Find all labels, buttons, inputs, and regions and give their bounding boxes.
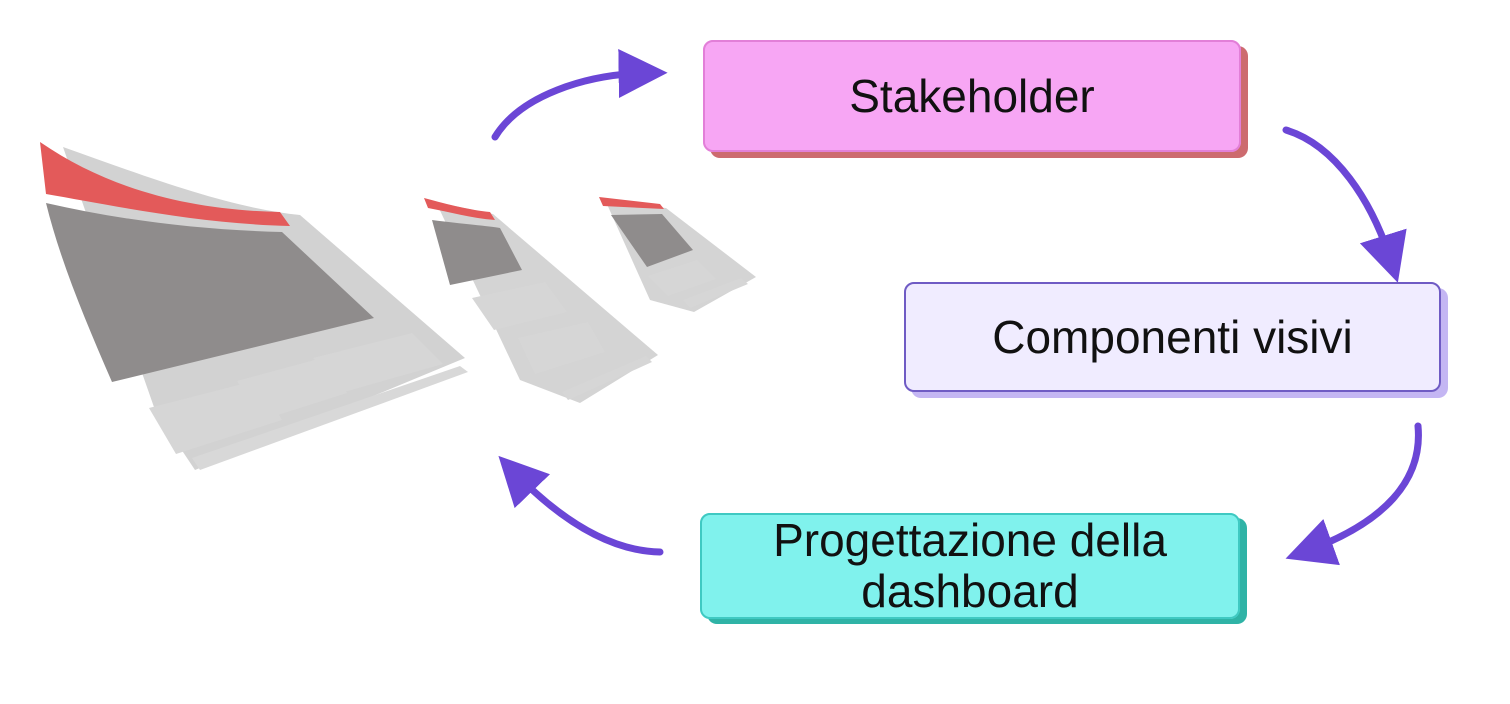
dashboard-sheet-icon [40, 142, 468, 470]
arrow-to-progettazione [1285, 422, 1422, 566]
progettazione-dashboard-node: Progettazione della dashboard [700, 513, 1240, 619]
componenti-box [904, 282, 1441, 392]
arrow-from-progettazione [498, 455, 664, 556]
stakeholder-box [703, 40, 1241, 152]
arrow-to-stakeholder [491, 48, 668, 141]
dashboard-sheet-icon [424, 198, 658, 403]
progettazione-box [700, 513, 1240, 619]
dashboard-sheet-icon [599, 197, 756, 312]
stakeholder-node: Stakeholder [703, 40, 1241, 152]
componenti-visivi-node: Componenti visivi [904, 282, 1441, 392]
arrow-to-componenti [1282, 126, 1407, 283]
